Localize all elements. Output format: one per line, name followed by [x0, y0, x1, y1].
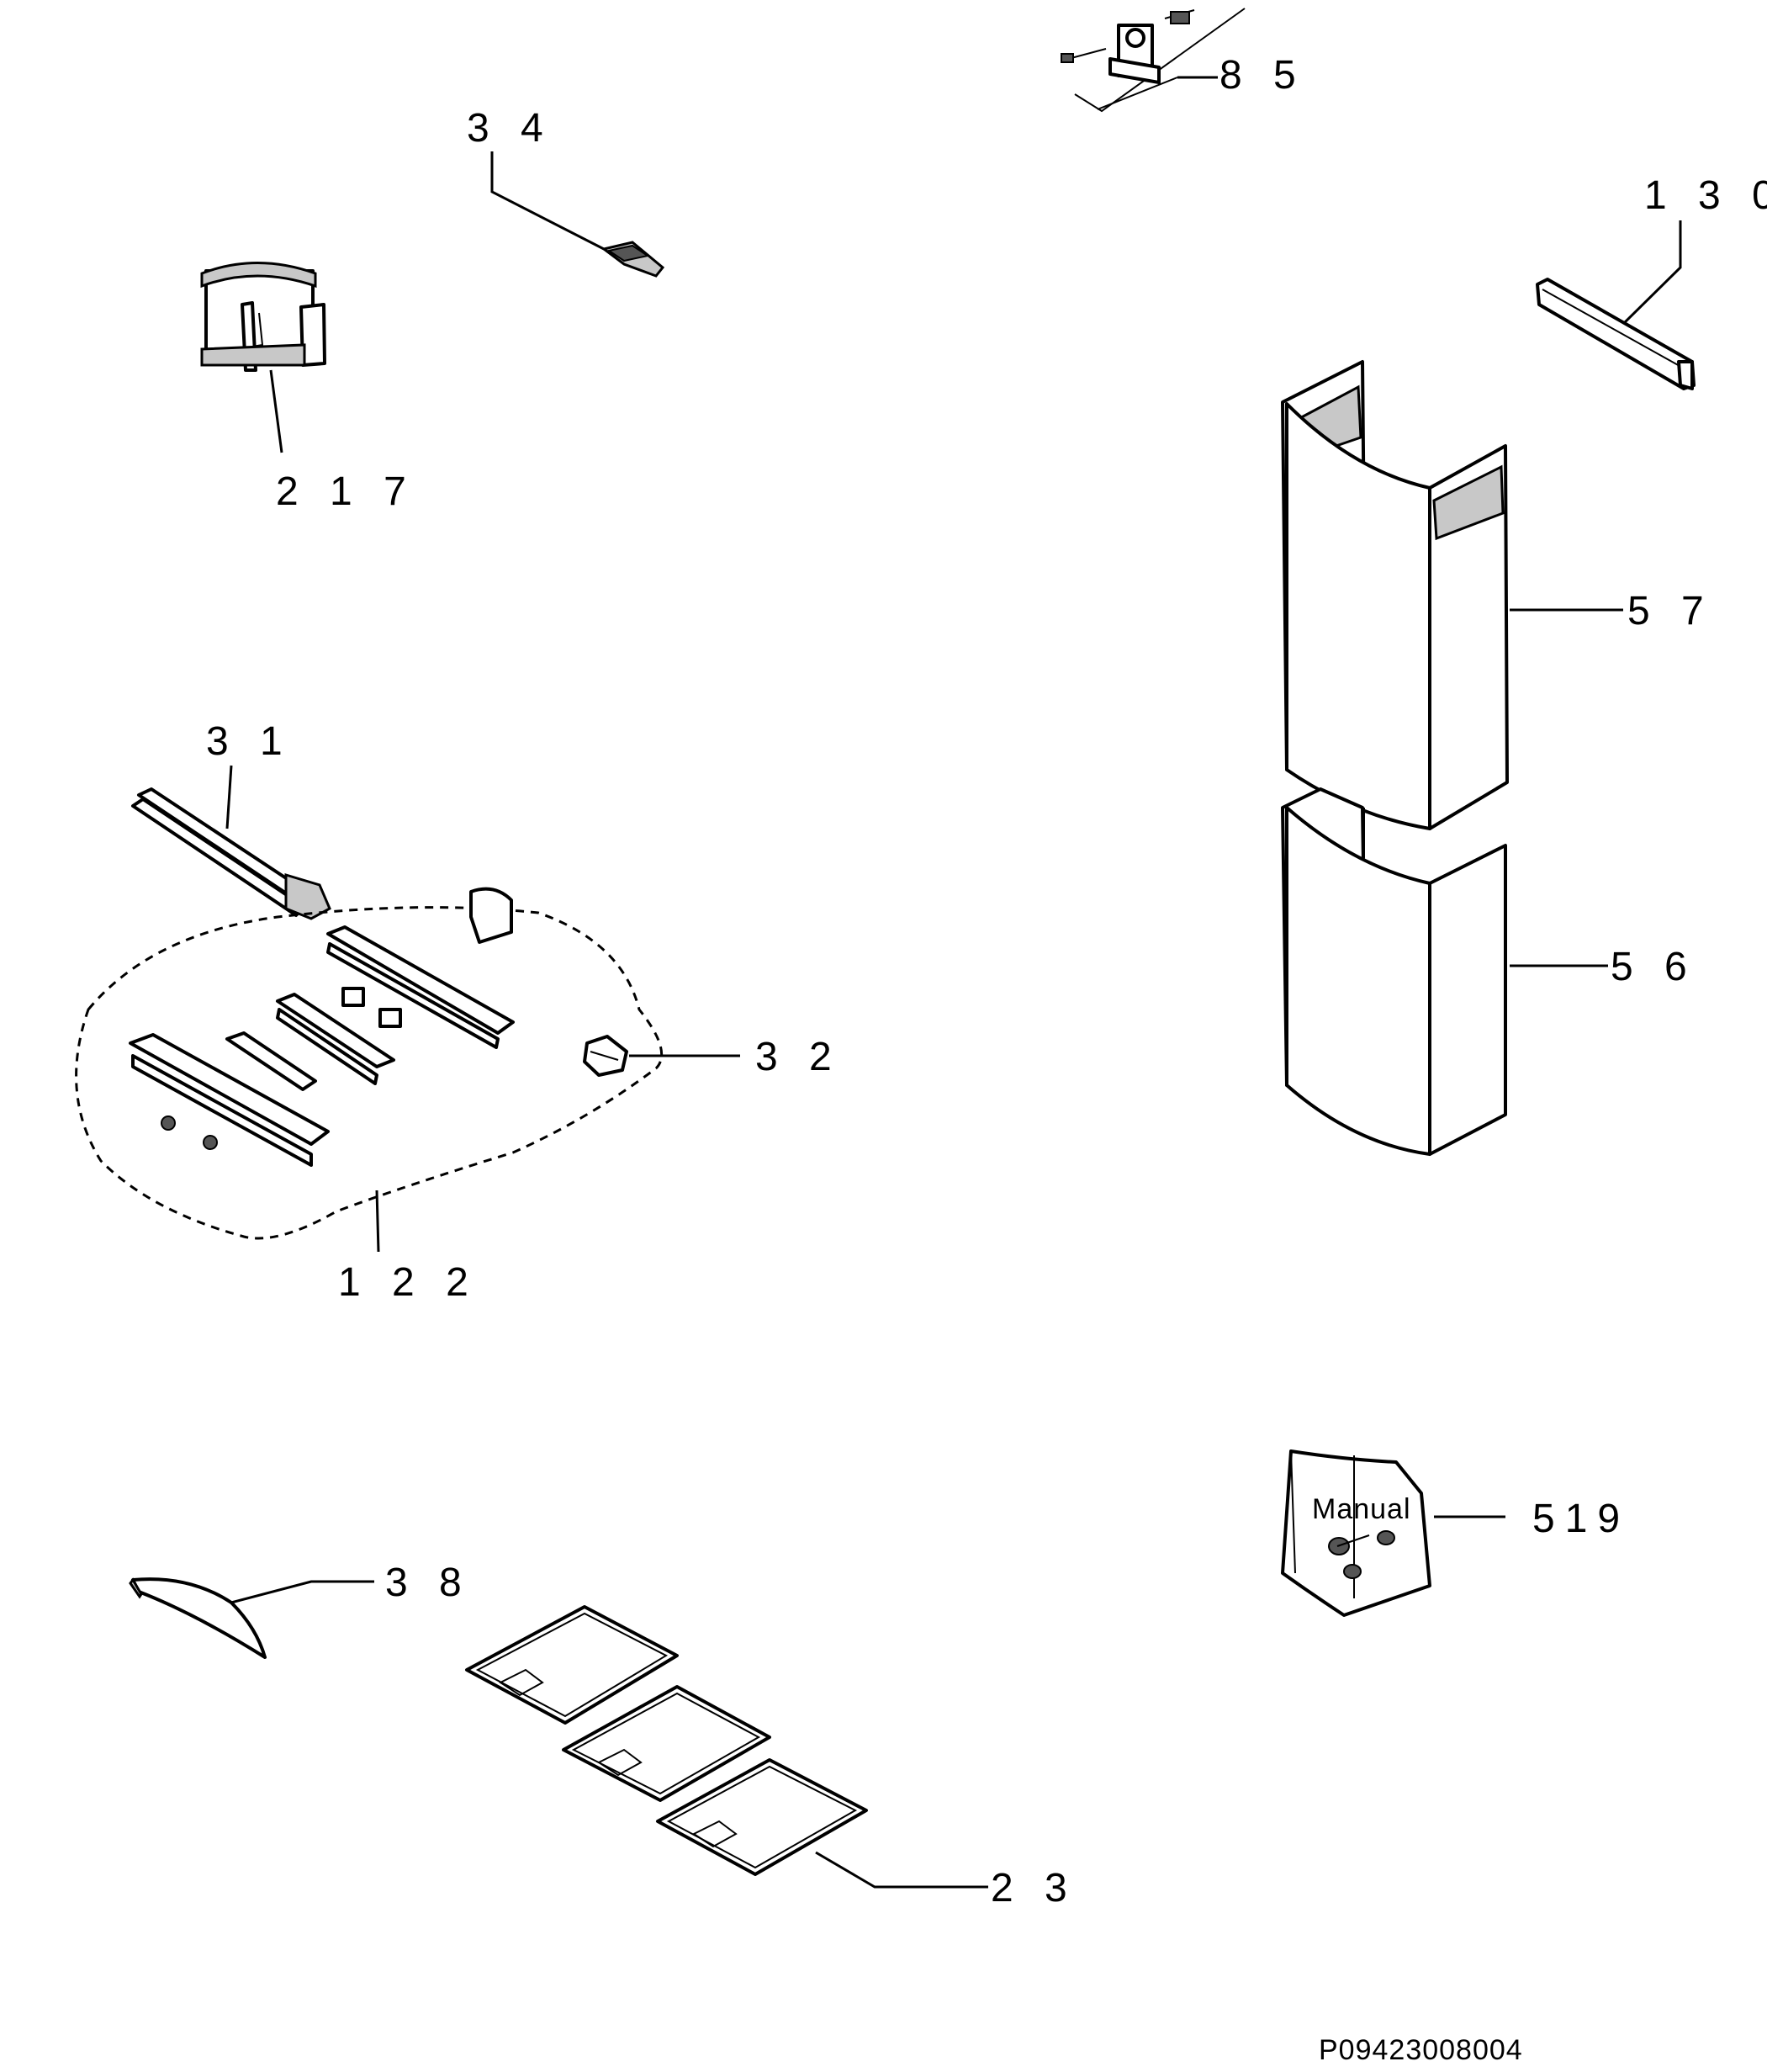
label-32: 3 2 [755, 1035, 842, 1079]
part-519-accessory-bag: Manual [1281, 1449, 1431, 1617]
part-34-switch [600, 241, 665, 278]
part-122-control-kit [75, 887, 664, 1240]
label-85: 8 5 [1219, 53, 1306, 98]
filter-2 [562, 1685, 771, 1802]
label-122: 1 2 2 [338, 1260, 479, 1305]
part-56-lower-chimney [1281, 787, 1507, 1156]
part-85-bracket [1061, 8, 1246, 113]
part-130-rail [1536, 278, 1696, 390]
drawing-code: P09423008004 [1319, 2034, 1523, 2066]
manual-text: Manual [1312, 1493, 1411, 1525]
label-38: 3 8 [385, 1561, 472, 1605]
label-23: 2 3 [991, 1866, 1077, 1910]
label-217: 2 1 7 [276, 469, 416, 514]
part-38-lamp-cover [129, 1577, 267, 1659]
label-57: 5 7 [1627, 589, 1714, 633]
label-31: 3 1 [206, 719, 293, 764]
label-56: 5 6 [1611, 945, 1697, 989]
label-130: 1 3 0 [1644, 173, 1767, 218]
label-34: 3 4 [467, 106, 553, 151]
label-519: 519 [1532, 1497, 1630, 1541]
part-57-upper-chimney [1281, 360, 1509, 830]
part-31-lamp [131, 787, 331, 920]
filter-1 [465, 1605, 679, 1725]
part-217-fan-housing [200, 262, 326, 372]
part-23-grease-filters [465, 1605, 868, 1876]
filter-3 [656, 1758, 868, 1876]
